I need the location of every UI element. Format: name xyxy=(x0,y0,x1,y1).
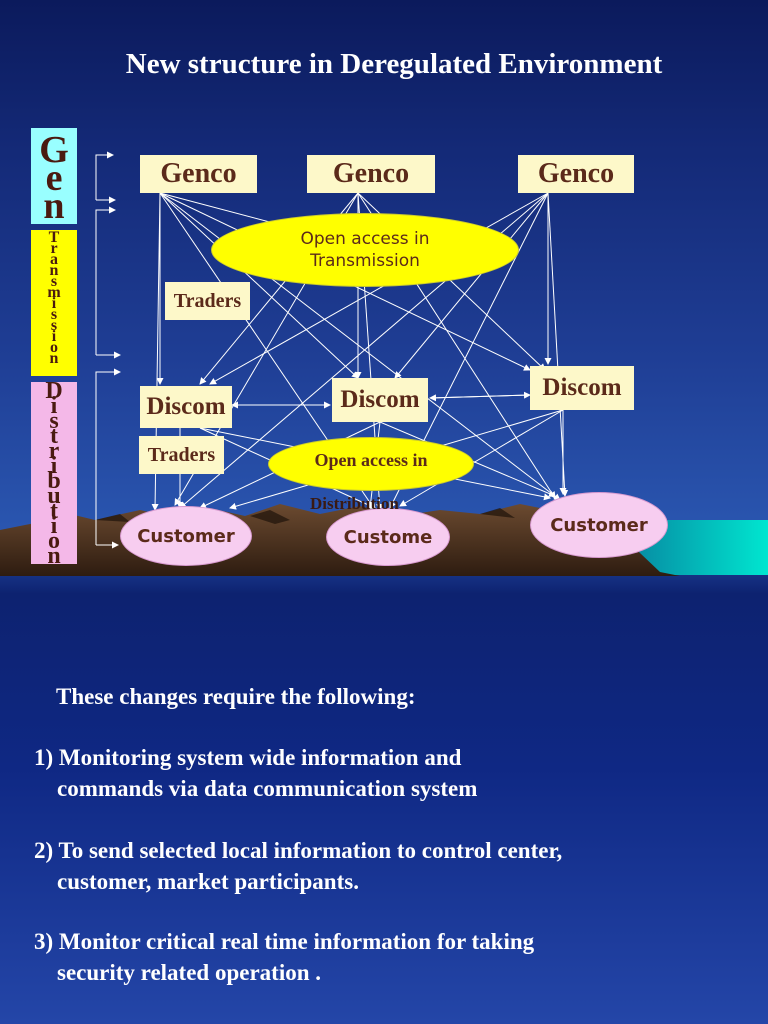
genco-box-1: Genco xyxy=(140,155,257,193)
customer-2: Custome xyxy=(326,508,450,566)
traders-box-1: Traders xyxy=(165,282,250,320)
oa-trans-line-1: Open access in xyxy=(300,229,430,249)
item-3-line-2: security related operation . xyxy=(34,960,322,985)
customer-1: Customer xyxy=(120,506,252,566)
discom-box-1: Discom xyxy=(140,386,232,428)
discom-box-2: Discom xyxy=(332,378,428,422)
item-2-line-2: customer, market participants. xyxy=(34,869,359,894)
customer-3: Customer xyxy=(530,492,668,558)
body-intro: These changes require the following: xyxy=(56,684,416,709)
genco-box-2: Genco xyxy=(307,155,435,193)
genco-box-3: Genco xyxy=(518,155,634,193)
discom-box-3: Discom xyxy=(530,366,634,410)
item-1-line-1: 1) Monitoring system wide information an… xyxy=(34,745,462,770)
oa-dist-line-1: Open access in xyxy=(314,450,428,470)
open-access-distribution: Open access in xyxy=(268,437,474,491)
open-access-transmission: Open access in Transmission xyxy=(211,213,519,287)
slide-title: New structure in Deregulated Environment xyxy=(125,48,663,80)
item-1-line-2: commands via data communication system xyxy=(34,776,478,801)
oa-dist-line-2: Distribution xyxy=(310,494,399,513)
traders-box-2: Traders xyxy=(139,436,224,474)
item-3-line-1: 3) Monitor critical real time informatio… xyxy=(34,929,535,954)
item-2-line-1: 2) To send selected local information to… xyxy=(34,838,563,863)
oa-trans-line-2: Transmission xyxy=(310,251,420,271)
